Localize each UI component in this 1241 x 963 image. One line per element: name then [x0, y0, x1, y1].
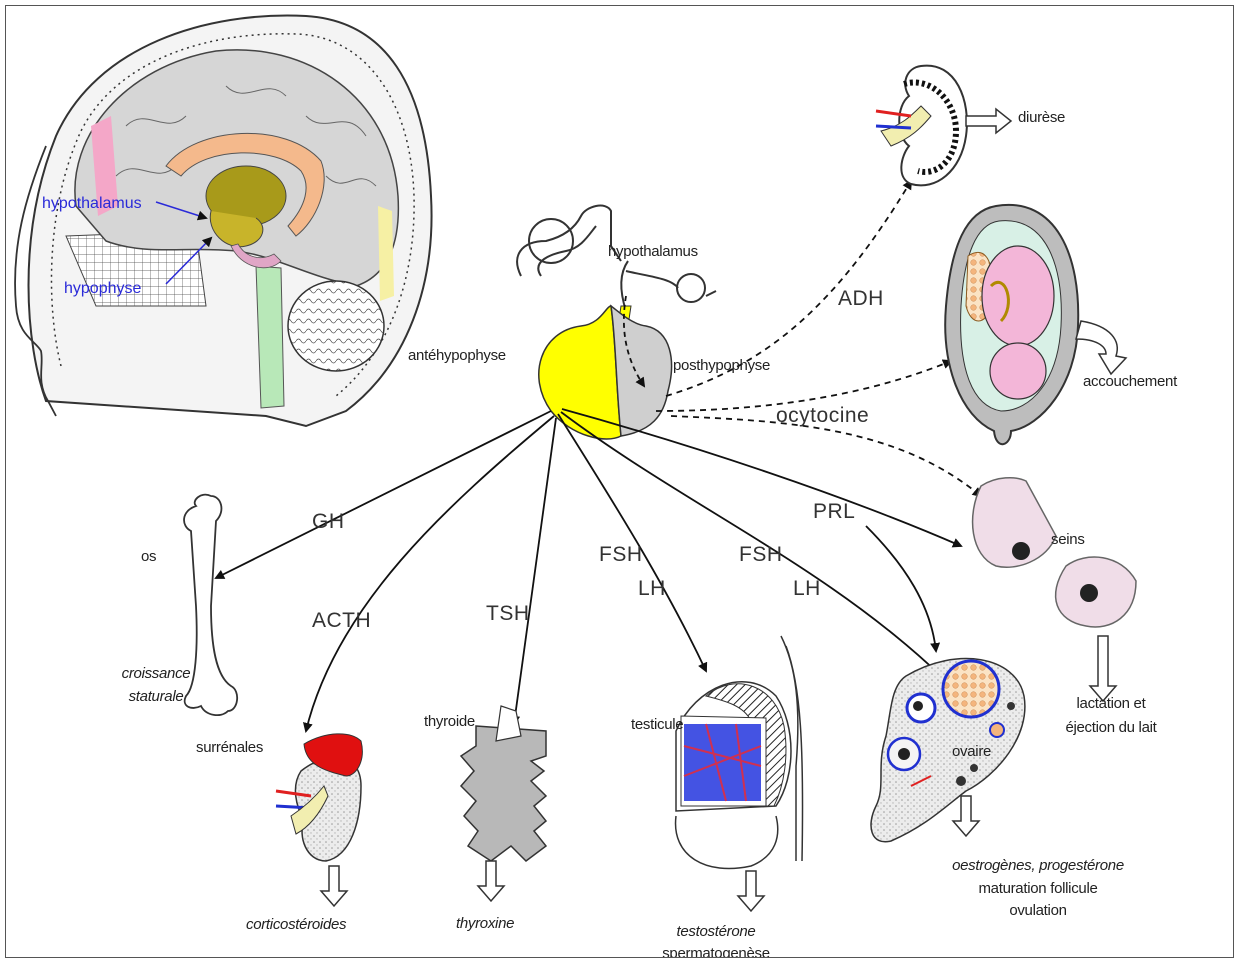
diagram-art	[6, 6, 1234, 958]
adrenal-kidney-illustration	[276, 734, 362, 906]
kidney-diurese-illustration	[876, 66, 1011, 186]
thyroid-illustration	[461, 706, 546, 901]
testis-illustration	[676, 636, 803, 911]
fsh-testis-label: FSH	[599, 544, 643, 565]
adh-label: ADH	[838, 288, 884, 309]
tsh-label: TSH	[486, 603, 530, 624]
ovulation-label: ovulation	[918, 903, 1158, 918]
lh-ovary-label: LH	[793, 578, 821, 599]
brain-illustration	[15, 16, 432, 426]
oestrogenes-label: oestrogènes, progestérone	[918, 858, 1158, 873]
seins-label: seins	[1051, 532, 1085, 547]
testicule-label: testicule	[631, 717, 683, 732]
lh-testis-label: LH	[638, 578, 666, 599]
pituitary-hypothalamus-label: hypothalamus	[608, 244, 698, 259]
diurese-label: diurèse	[1018, 110, 1065, 125]
lactation-label-line2: éjection du lait	[1056, 720, 1166, 735]
diagram-frame: hypothalamus hypophyse hypothalamus anté…	[5, 5, 1234, 958]
bone-illustration	[184, 495, 237, 716]
spermatogenese-label: spermatogenèse	[656, 946, 776, 958]
croissance-label-line1: croissance	[106, 666, 206, 681]
corticosteroides-label: corticostéroides	[246, 917, 346, 932]
thyroxine-label: thyroxine	[456, 916, 514, 931]
lactation-label-line1: lactation et	[1056, 696, 1166, 711]
maturation-label: maturation follicule	[918, 881, 1158, 896]
ovaire-label: ovaire	[952, 744, 991, 759]
antehypophyse-label: antéhypophyse	[408, 348, 506, 363]
surrenales-label: surrénales	[196, 740, 263, 755]
uterus-illustration	[945, 205, 1126, 444]
ovary-illustration	[871, 659, 1025, 842]
ocytocine-label: ocytocine	[776, 405, 869, 426]
fsh-ovary-label: FSH	[739, 544, 783, 565]
gh-label: GH	[312, 511, 345, 532]
accouchement-label: accouchement	[1083, 374, 1177, 389]
prl-label: PRL	[813, 501, 855, 522]
brain-hypothalamus-label: hypothalamus	[42, 196, 142, 212]
acth-label: ACTH	[312, 610, 371, 631]
croissance-label-line2: staturale	[106, 689, 206, 704]
thyroide-label: thyroide	[424, 714, 475, 729]
testosterone-label: testostérone	[656, 924, 776, 939]
pituitary-illustration	[517, 206, 716, 439]
os-label: os	[141, 549, 156, 564]
brain-hypophyse-label: hypophyse	[64, 281, 141, 297]
posthypophyse-label: posthypophyse	[673, 358, 770, 373]
